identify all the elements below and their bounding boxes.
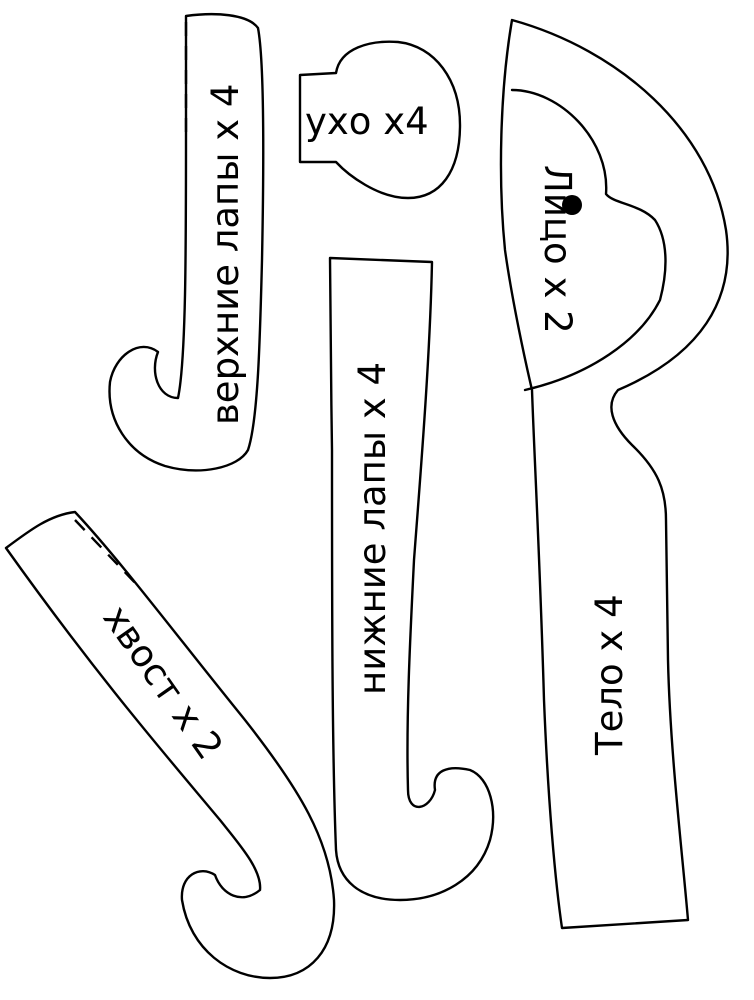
upper-paws-piece: верхние лапы х 4 [108,13,265,472]
upper-paws-outline [108,13,265,472]
body-outline [499,18,729,930]
eye-dot [562,195,582,215]
upper-paws-label: верхние лапы х 4 [204,84,247,425]
ear-label: ухо х4 [305,100,429,143]
tail-label: хвост х 2 [95,597,232,767]
face-outline [510,88,667,392]
lower-paws-label: нижние лапы х 4 [351,362,394,695]
tail-piece: хвост х 2 [4,510,336,980]
body-label: Тело х 4 [588,594,631,756]
lower-paws-piece: нижние лапы х 4 [328,256,495,902]
tail-outline [4,510,336,980]
tail-fold-line [74,519,141,589]
lower-paws-outline [328,256,495,902]
face-label: Лицо х 2 [536,165,579,334]
body-piece: Лицо х 2 Тело х 4 [499,18,729,930]
ear-outline [298,40,462,200]
ear-piece: ухо х4 [298,40,462,200]
